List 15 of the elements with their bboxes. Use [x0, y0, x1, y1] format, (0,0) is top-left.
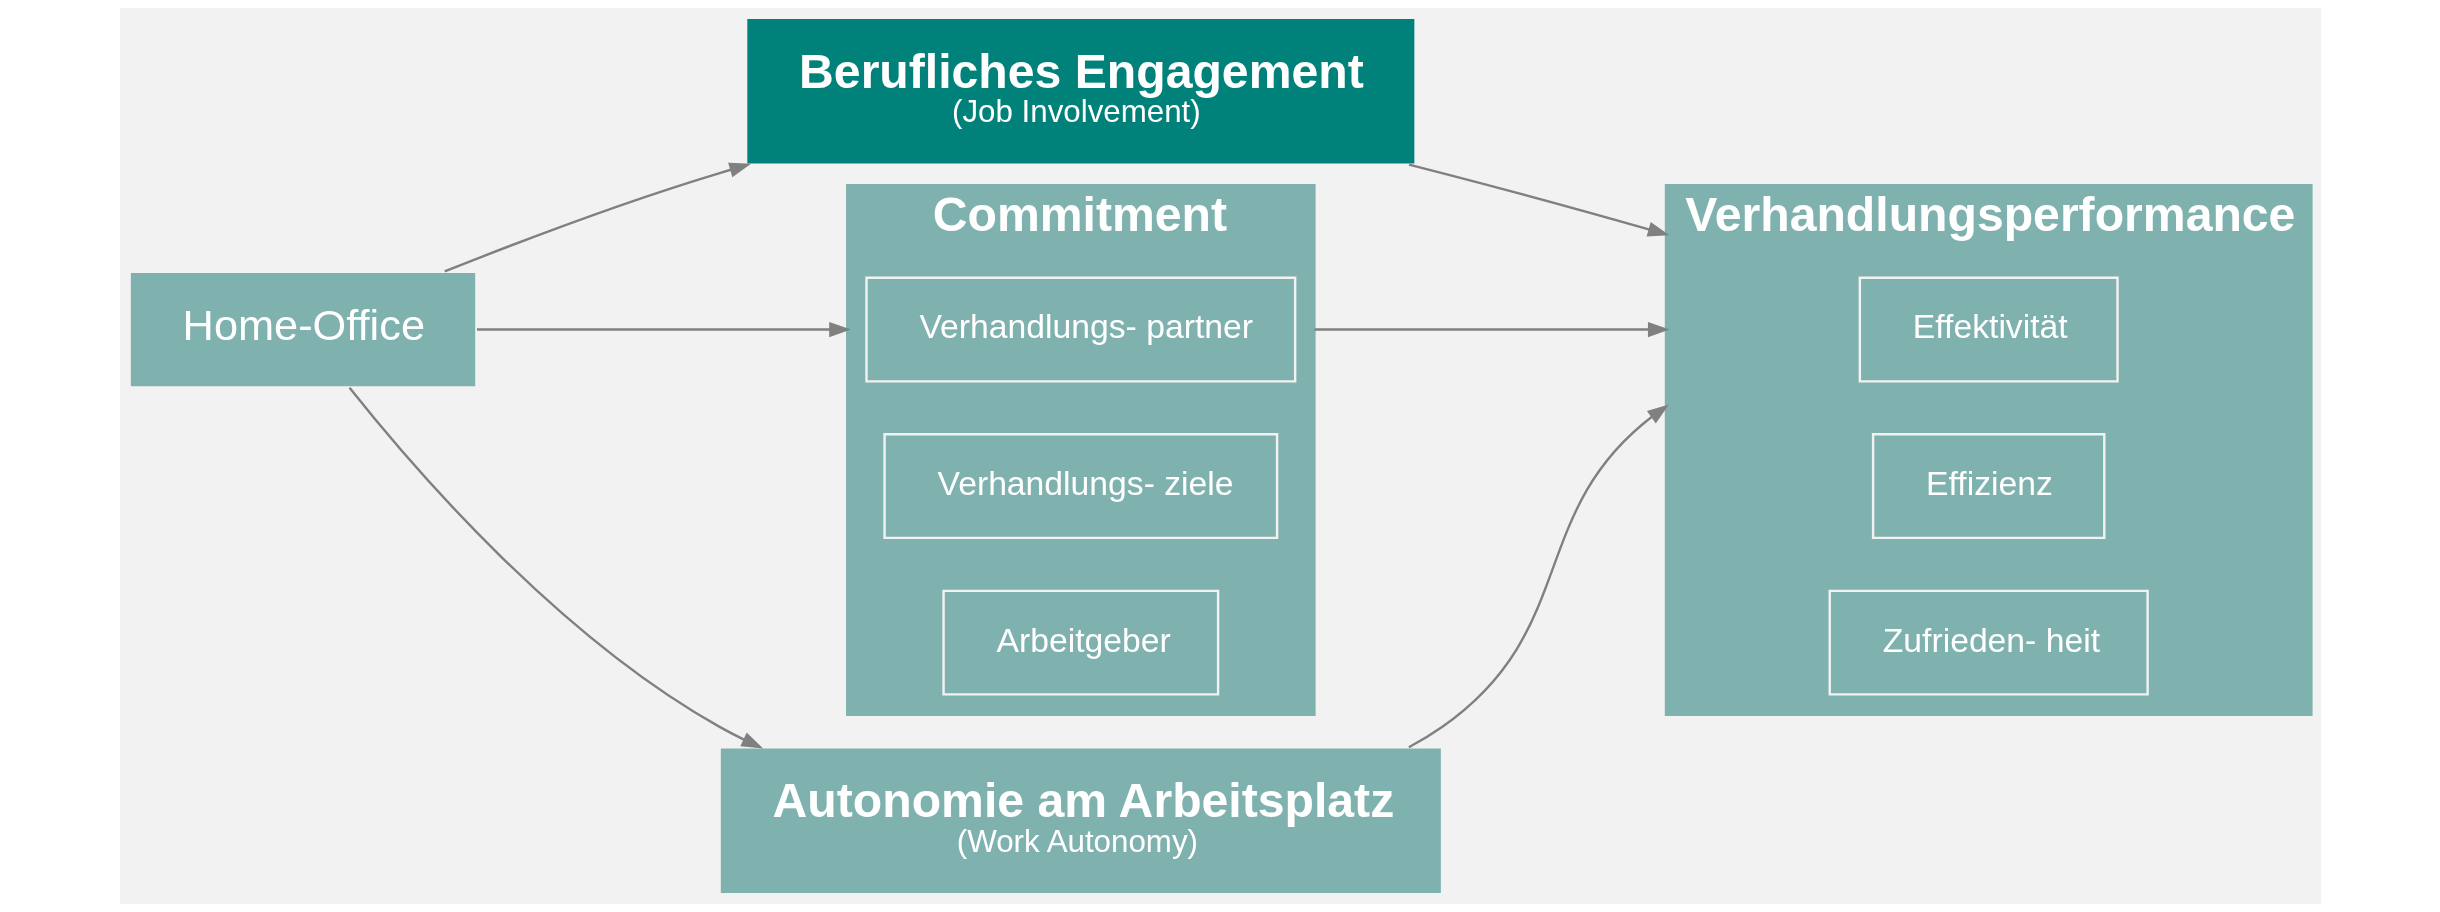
arrow — [1313, 322, 1670, 338]
node-box: Verhandlungs- partner — [864, 276, 1296, 383]
arrow — [476, 322, 851, 338]
node-box: Arbeitgeber — [941, 589, 1219, 696]
node-box: Effektivität — [1858, 276, 2119, 383]
arrow — [1408, 163, 1669, 237]
arrow — [1407, 404, 1669, 749]
arrow — [348, 387, 763, 749]
node-box: Effizienz — [1871, 433, 2105, 540]
arrow — [443, 162, 751, 273]
node-box: Autonomie am Arbeitsplatz (Work Autonomy) — [717, 746, 1443, 896]
node-box: Zufrieden- heit — [1828, 589, 2149, 696]
node-box: Verhandlungs- ziele — [882, 433, 1278, 540]
node-box: Home-Office — [127, 270, 478, 389]
node-box: Berufliches Engagement (Job Involvement) — [744, 16, 1417, 166]
